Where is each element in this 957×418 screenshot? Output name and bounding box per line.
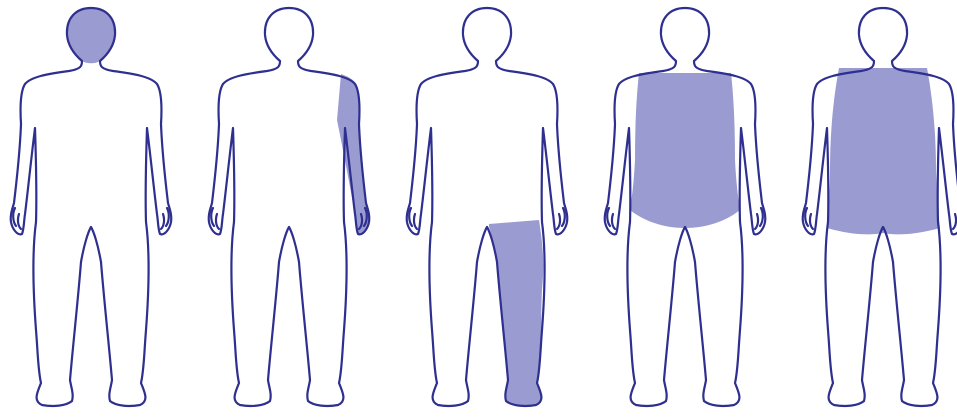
body-figure-4-front (605, 8, 766, 406)
highlight-head (67, 8, 115, 63)
body-outline (209, 8, 370, 406)
body-figure-5-back (803, 8, 957, 406)
finger-detail-4 (562, 208, 565, 226)
body-figure-2-front (209, 8, 370, 406)
body-figure-3-front (407, 8, 568, 406)
finger-detail-1 (216, 214, 219, 229)
highlight-left-leg (489, 220, 543, 406)
finger-detail-2 (409, 208, 412, 226)
finger-detail-2 (805, 208, 808, 226)
body-figure-1-front (11, 8, 172, 406)
body-outline (11, 8, 172, 406)
finger-detail-3 (557, 214, 560, 229)
finger-detail-1 (414, 214, 417, 229)
highlight-left-arm (337, 74, 369, 234)
finger-detail-1 (612, 214, 615, 229)
body-outline (407, 8, 568, 406)
finger-detail-2 (13, 208, 16, 226)
finger-detail-3 (755, 214, 758, 229)
finger-detail-1 (810, 214, 813, 229)
highlight-anterior-trunk (630, 73, 740, 228)
finger-detail-4 (166, 208, 169, 226)
highlight-posterior-trunk (827, 68, 940, 234)
finger-detail-3 (161, 214, 164, 229)
finger-detail-3 (953, 214, 956, 229)
finger-detail-4 (760, 208, 763, 226)
finger-detail-1 (18, 214, 21, 229)
finger-detail-2 (607, 208, 610, 226)
finger-detail-2 (211, 208, 214, 226)
